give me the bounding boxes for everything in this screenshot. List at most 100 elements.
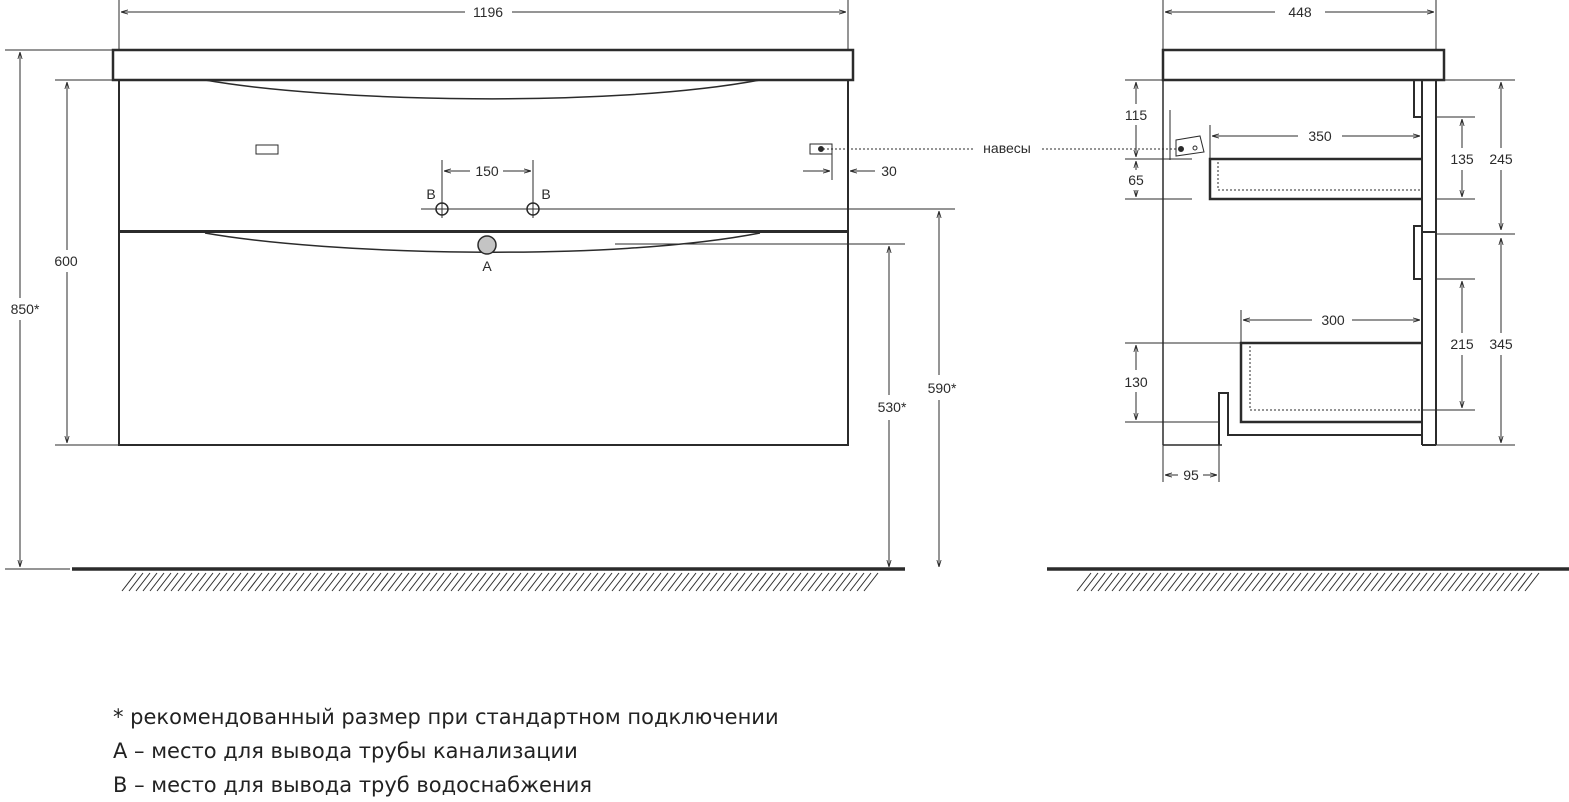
floor-hatch-line <box>1111 572 1127 592</box>
label-drain: A <box>482 258 492 274</box>
floor-hatch-line <box>639 572 655 592</box>
dim-height-total: 850* <box>11 301 40 317</box>
drain-marker <box>477 235 497 255</box>
dim-drain-height: 530* <box>878 399 907 415</box>
floor-hatch-line <box>1482 572 1498 592</box>
floor-hatch-line <box>758 572 774 592</box>
hinge-point-side <box>1178 146 1184 152</box>
floor-hatch-line <box>338 572 354 592</box>
floor-hatch-line <box>1160 572 1176 592</box>
floor-hatch-line <box>1132 572 1148 592</box>
floor-hatch-line <box>569 572 585 592</box>
floor-hatch-line <box>1279 572 1295 592</box>
label-tap-right: B <box>541 186 550 202</box>
floor-hatch-line <box>233 572 249 592</box>
floor-hatch-line <box>149 572 165 592</box>
floor-hatch-line <box>1076 572 1092 592</box>
floor-hatch-line <box>1139 572 1155 592</box>
floor-hatch-line <box>625 572 641 592</box>
floor-hatch-line <box>1454 572 1470 592</box>
dim-hinge-offset: 30 <box>881 163 897 179</box>
floor-hatch-line <box>373 572 389 592</box>
floor-hatch-line <box>1153 572 1169 592</box>
floor-hatch-line <box>702 572 718 592</box>
floor-hatch-line <box>1167 572 1183 592</box>
floor-hatch-line <box>387 572 403 592</box>
floor-hatch-line <box>1209 572 1225 592</box>
floor-hatch-line <box>695 572 711 592</box>
floor-hatch-line <box>856 572 872 592</box>
floor-hatch-line <box>1265 572 1281 592</box>
floor-hatch-line <box>296 572 312 592</box>
floor-hatch-line <box>793 572 809 592</box>
floor-hatch-line <box>709 572 725 592</box>
basin-curve-lower <box>204 232 761 253</box>
dim-taps-spacing: 150 <box>475 163 499 179</box>
label-hinges: навесы <box>983 140 1031 156</box>
floor-hatch-line <box>1419 572 1435 592</box>
floor-hatch-line <box>121 572 137 592</box>
floor-hatch-line <box>1461 572 1477 592</box>
floor-hatch-line <box>1426 572 1442 592</box>
floor-hatch-line <box>1349 572 1365 592</box>
floor-hatch-line <box>1370 572 1386 592</box>
floor-hatch-line <box>142 572 158 592</box>
floor-hatch-line <box>191 572 207 592</box>
floor-hatch-line <box>275 572 291 592</box>
floor-hatch-line <box>156 572 172 592</box>
floor-hatch-line <box>828 572 844 592</box>
floor-hatch-line <box>135 572 151 592</box>
dim-lower-depth: 300 <box>1321 312 1345 328</box>
basin-curve-upper <box>204 79 761 100</box>
floor-hatch-line <box>779 572 795 592</box>
floor-hatch-line <box>1321 572 1337 592</box>
floor-hatch-line <box>618 572 634 592</box>
floor-hatch-line <box>555 572 571 592</box>
floor-hatch-line <box>226 572 242 592</box>
floor-hatch-line <box>681 572 697 592</box>
floor-hatch-line <box>716 572 732 592</box>
floor-hatch-line <box>1258 572 1274 592</box>
floor-hatch-line <box>534 572 550 592</box>
floor-hatch-line <box>1503 572 1519 592</box>
floor-hatch-line <box>485 572 501 592</box>
dim-upper-section: 245 <box>1489 151 1513 167</box>
hinge-point <box>818 146 824 152</box>
floor-hatch-line <box>688 572 704 592</box>
side-dimension-texts: 448 115 65 350 135 245 300 215 345 130 9… <box>1124 4 1513 483</box>
floor-hatch-line <box>548 572 564 592</box>
floor-hatch-line <box>394 572 410 592</box>
lower-drawer-box <box>1239 341 1422 424</box>
dim-upper-gap: 65 <box>1128 172 1144 188</box>
side-dimensions <box>1125 0 1515 482</box>
floor-hatch-line <box>604 572 620 592</box>
floor-hatch-line <box>1307 572 1323 592</box>
floor-hatch-line <box>800 572 816 592</box>
floor-hatch-line <box>1251 572 1267 592</box>
floor-hatch-line <box>506 572 522 592</box>
floor-hatch-line <box>1090 572 1106 592</box>
floor-hatch-line <box>422 572 438 592</box>
floor-hatch-line <box>807 572 823 592</box>
side-view <box>1042 48 1515 446</box>
floor-hatch-line <box>1356 572 1372 592</box>
floor-hatch-line <box>492 572 508 592</box>
front-dimensions <box>5 0 939 570</box>
floor-hatch-line <box>1314 572 1330 592</box>
floor-hatch-line <box>247 572 263 592</box>
floor-hatch-line <box>1223 572 1239 592</box>
floor-hatch-line <box>408 572 424 592</box>
floor-hatch-line <box>786 572 802 592</box>
floor-hatch-line <box>499 572 515 592</box>
floor-hatch-line <box>1377 572 1393 592</box>
floor-hatch-line <box>730 572 746 592</box>
floor-hatch-line <box>212 572 228 592</box>
dim-depth: 448 <box>1288 4 1312 20</box>
floor-hatch-line <box>289 572 305 592</box>
floor-hatch-line <box>1216 572 1232 592</box>
floor-hatch-line <box>842 572 858 592</box>
floor-hatch-line <box>611 572 627 592</box>
floor-hatch-line <box>366 572 382 592</box>
floor-hatch-line <box>450 572 466 592</box>
floor-hatch-line <box>380 572 396 592</box>
